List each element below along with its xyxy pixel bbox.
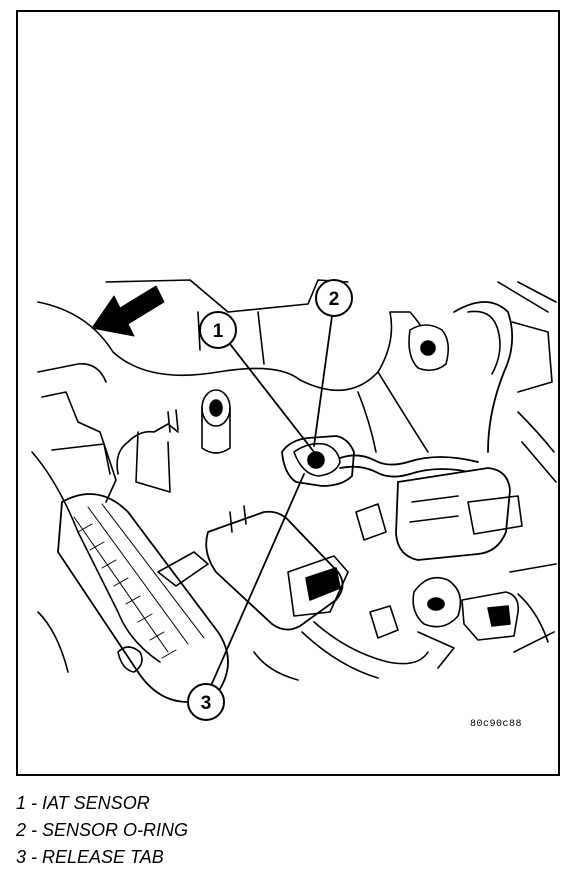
callout-3: 3 bbox=[201, 693, 212, 714]
legend-item-sensor-o-ring: 2 - SENSOR O-RING bbox=[16, 820, 189, 840]
figure-code: 80c90c88 bbox=[470, 719, 523, 730]
legend-item-iat-sensor: 1 - IAT SENSOR bbox=[16, 793, 150, 813]
legend-item-release-tab: 3 - RELEASE TAB bbox=[16, 847, 164, 867]
forward-arrow-icon bbox=[91, 285, 165, 337]
callout-1: 1 bbox=[213, 321, 224, 342]
legend: 1 - IAT SENSOR 2 - SENSOR O-RING 3 - REL… bbox=[16, 790, 556, 871]
engine-illustration: 1 2 3 bbox=[31, 279, 557, 721]
figure-frame: 1 2 3 80c90c88 bbox=[16, 10, 560, 776]
callout-2: 2 bbox=[329, 289, 340, 310]
